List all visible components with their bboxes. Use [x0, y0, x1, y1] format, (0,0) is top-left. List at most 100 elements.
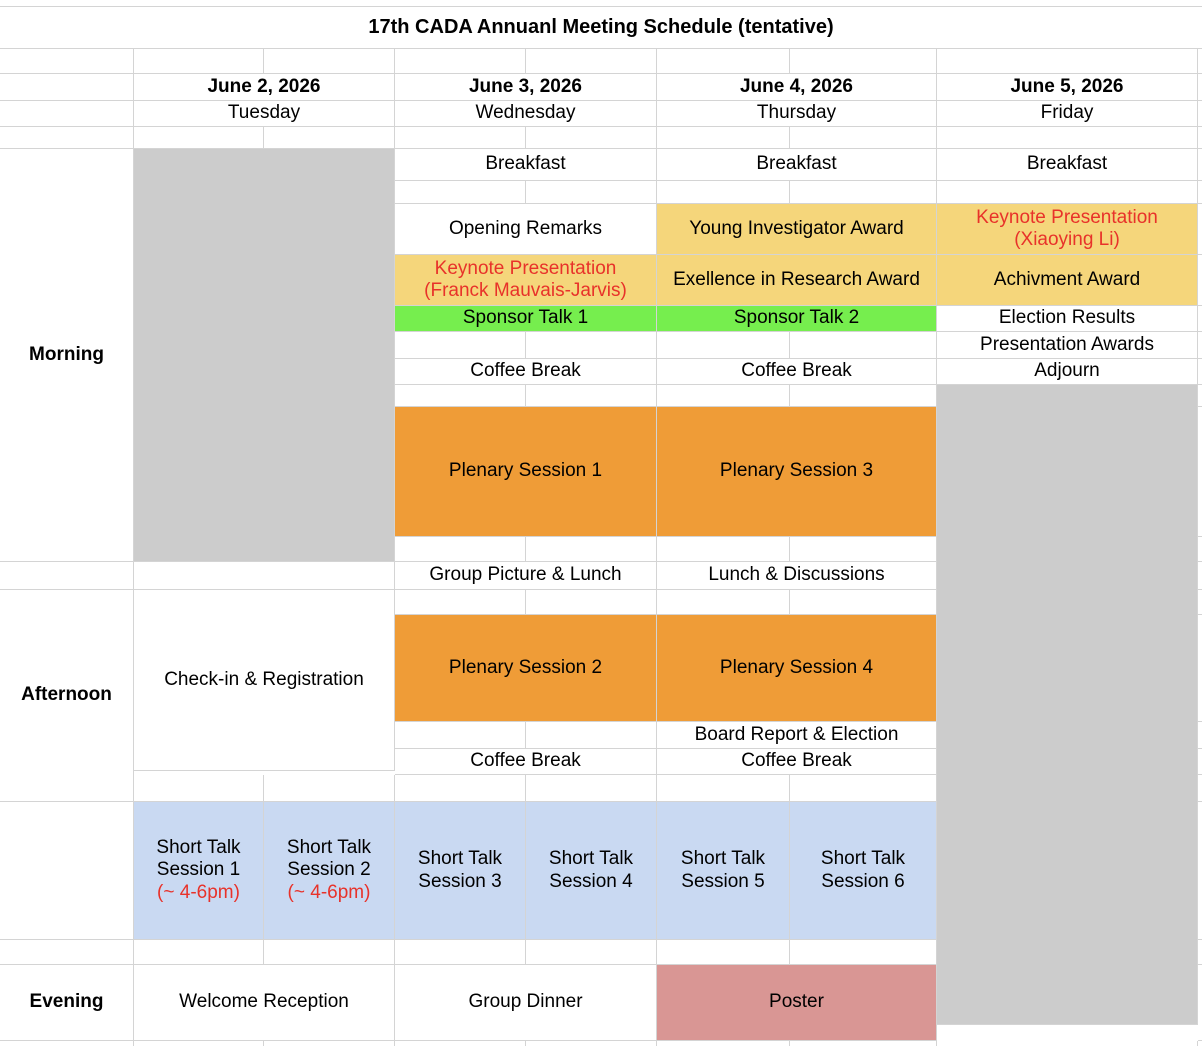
blank-cell — [264, 49, 395, 74]
blank-cell — [526, 775, 657, 802]
blank-cell — [657, 1041, 790, 1046]
short-talk-6-line2: Session 6 — [821, 870, 905, 892]
blank-cell — [1198, 204, 1202, 255]
blank-cell — [395, 49, 526, 74]
cell-coffee-break-wednesday-pm: Coffee Break — [395, 749, 657, 775]
blank-cell — [526, 722, 657, 749]
blank-cell — [526, 127, 657, 149]
cell-plenary-session-1: Plenary Session 1 — [395, 407, 657, 537]
short-talk-2-line2: Session 2 — [287, 859, 371, 881]
cell-plenary-session-4: Plenary Session 4 — [657, 615, 937, 722]
blank-cell — [790, 332, 937, 359]
cell-sponsor-talk-1: Sponsor Talk 1 — [395, 306, 657, 332]
blank-cell — [790, 181, 937, 204]
short-talk-1-time: (~ 4-6pm) — [157, 881, 240, 903]
blank-cell — [264, 1041, 395, 1046]
blank-cell — [1198, 802, 1202, 940]
blocked-cell-tuesday-morning — [134, 149, 395, 562]
blank-cell — [1198, 775, 1202, 802]
blank-cell — [657, 775, 790, 802]
blank-cell — [790, 1041, 937, 1046]
cell-opening-remarks: Opening Remarks — [395, 204, 657, 255]
blank-cell — [526, 590, 657, 615]
blank-cell — [937, 49, 1198, 74]
blank-row-top — [0, 0, 1202, 7]
blank-cell — [0, 49, 134, 74]
cell-short-talk-session-3: Short Talk Session 3 — [395, 802, 526, 940]
blank-cell — [134, 127, 264, 149]
blank-cell — [790, 775, 937, 802]
row-label-blank — [0, 101, 134, 127]
short-talk-3-line1: Short Talk — [417, 848, 503, 870]
short-talk-3-line2: Session 3 — [418, 870, 502, 892]
blank-cell — [1198, 101, 1202, 127]
short-talk-5-line2: Session 5 — [681, 870, 765, 892]
cell-short-talk-session-2: Short Talk Session 2 (~ 4-6pm) — [264, 802, 395, 940]
blocked-cell-friday-rest — [937, 385, 1198, 1025]
blank-cell — [937, 127, 1198, 149]
cell-coffee-break-wednesday-am: Coffee Break — [395, 359, 657, 385]
blank-cell — [0, 940, 134, 965]
blank-cell — [1198, 749, 1202, 775]
keynote-wednesday-speaker: (Franck Mauvais-Jarvis) — [424, 280, 627, 301]
blank-cell — [395, 537, 526, 562]
blank-cell — [395, 1041, 526, 1046]
short-talk-6-line1: Short Talk — [820, 848, 906, 870]
blank-cell — [395, 722, 526, 749]
blank-cell — [395, 775, 526, 802]
cell-checkin-registration: Check-in & Registration — [134, 590, 395, 771]
cell-plenary-session-2: Plenary Session 2 — [395, 615, 657, 722]
cell-lunch-discussions: Lunch & Discussions — [657, 562, 937, 590]
blank-cell — [526, 940, 657, 965]
short-talk-5-line1: Short Talk — [680, 848, 766, 870]
blank-cell — [134, 562, 395, 590]
cell-breakfast-friday: Breakfast — [937, 149, 1198, 181]
cell-young-investigator-award: Young Investigator Award — [657, 204, 937, 255]
blank-cell — [657, 181, 790, 204]
column-date-june-3: June 3, 2026 — [395, 74, 657, 101]
blank-cell — [134, 1041, 264, 1046]
blank-cell — [1198, 965, 1202, 1041]
blank-cell — [657, 332, 790, 359]
keynote-friday-title: Keynote Presentation — [976, 206, 1158, 228]
cell-group-picture-lunch: Group Picture & Lunch — [395, 562, 657, 590]
blank-cell — [937, 181, 1198, 204]
cell-welcome-reception: Welcome Reception — [134, 965, 395, 1041]
cell-breakfast-thursday: Breakfast — [657, 149, 937, 181]
blank-cell — [264, 940, 395, 965]
cell-short-talk-session-5: Short Talk Session 5 — [657, 802, 790, 940]
column-day-thursday: Thursday — [657, 101, 937, 127]
column-date-june-4: June 4, 2026 — [657, 74, 937, 101]
blank-cell — [134, 775, 264, 802]
cell-adjourn: Adjourn — [937, 359, 1198, 385]
blank-cell — [395, 940, 526, 965]
short-talk-2-time: (~ 4-6pm) — [287, 881, 371, 903]
blank-cell — [395, 127, 526, 149]
blank-cell — [1198, 127, 1202, 149]
blank-cell — [657, 940, 790, 965]
blank-cell — [1198, 615, 1202, 722]
cell-short-talk-session-4: Short Talk Session 4 — [526, 802, 657, 940]
blank-cell — [790, 940, 937, 965]
cell-breakfast-wednesday: Breakfast — [395, 149, 657, 181]
cell-excellence-in-research-award: Exellence in Research Award — [657, 255, 937, 306]
blank-cell — [1198, 359, 1202, 385]
cell-poster: Poster — [657, 965, 937, 1041]
blank-cell — [657, 385, 790, 407]
blank-cell — [1198, 332, 1202, 359]
blank-cell — [0, 802, 134, 940]
blank-cell — [0, 127, 134, 149]
blank-cell — [526, 385, 657, 407]
blank-cell — [790, 49, 937, 74]
blank-cell — [790, 537, 937, 562]
cell-short-talk-session-1: Short Talk Session 1 (~ 4-6pm) — [134, 802, 264, 940]
short-talk-4-line1: Short Talk — [548, 848, 634, 870]
blank-cell — [395, 590, 526, 615]
column-date-june-2: June 2, 2026 — [134, 74, 395, 101]
blank-cell — [657, 127, 790, 149]
cell-plenary-session-3: Plenary Session 3 — [657, 407, 937, 537]
cell-achievement-award: Achivment Award — [937, 255, 1198, 306]
blank-cell — [264, 775, 395, 802]
cell-presentation-awards: Presentation Awards — [937, 332, 1198, 359]
short-talk-1-line2: Session 1 — [156, 859, 241, 881]
